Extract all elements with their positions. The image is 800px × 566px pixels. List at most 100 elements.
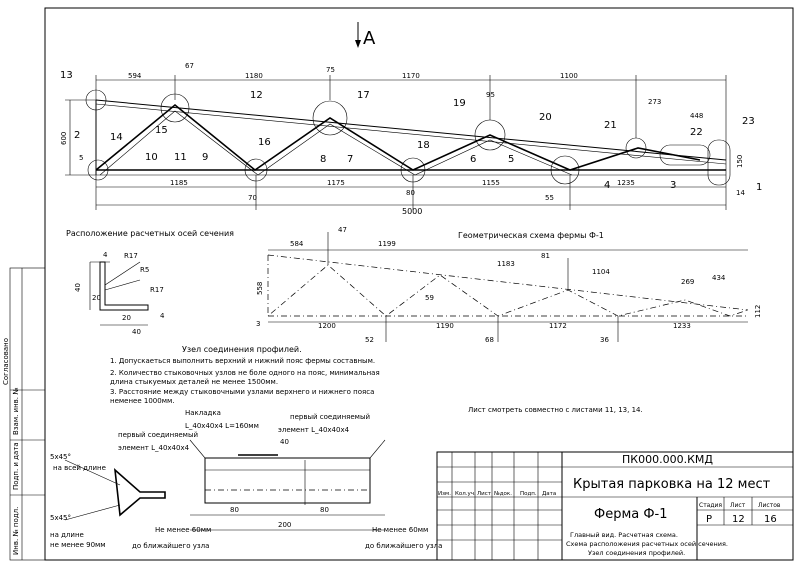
dim: 1199: [378, 240, 396, 248]
axes-caption: Расположение расчетных осей сечения: [66, 229, 234, 238]
label: 22: [690, 127, 703, 138]
dim: 1235: [617, 179, 635, 187]
dim: 52: [365, 336, 374, 344]
view-label: A: [363, 28, 376, 49]
label: L_40х40х4 L=160мм: [185, 422, 259, 430]
label: Не менее 60мм: [155, 526, 211, 534]
label: 12: [250, 90, 263, 101]
dim: 20: [122, 314, 131, 322]
label: первый соединяемый: [290, 413, 370, 421]
dim: 558: [256, 282, 264, 295]
label: элемент L_40х40х4: [118, 444, 190, 452]
dim: 80: [406, 189, 415, 197]
label: на всей длине: [53, 464, 106, 472]
dim: 40: [280, 438, 289, 446]
label: на длине: [50, 531, 84, 539]
stage-label: Стадия: [699, 502, 722, 509]
label: первый соединяемый: [118, 431, 198, 439]
dim: 80: [230, 506, 239, 514]
note-1: 1. Допускаеться выполнить верхний и нижн…: [110, 357, 375, 365]
geometry-scheme: [267, 232, 749, 342]
dim: 40: [132, 328, 141, 336]
label: Не менее 60мм: [372, 526, 428, 534]
dim: 4: [103, 251, 108, 259]
dim: 1183: [497, 260, 515, 268]
dim: R5: [140, 266, 149, 274]
dim: 95: [486, 91, 495, 99]
dim: 5: [79, 154, 83, 162]
dim: 1172: [549, 322, 567, 330]
sheet-note: Лист смотреть совместно с листами 11, 13…: [468, 406, 643, 414]
col-header: Кол.уч.: [455, 491, 476, 497]
label: 4: [604, 180, 610, 191]
dim: 40: [74, 283, 82, 292]
drawing-name: Ферма Ф-1: [594, 507, 668, 522]
dim: 47: [338, 226, 347, 234]
title-block: [436, 451, 794, 561]
side-stamp-3: Подп. и дата: [12, 442, 20, 490]
label: 11: [174, 152, 187, 163]
dim: 59: [425, 294, 434, 302]
label: 23: [742, 116, 755, 127]
col-header: Лист: [477, 491, 492, 497]
dim: 600: [60, 132, 68, 145]
truss-top-dims: 594 1180 1170 1100 67 75 95 273 448 1185…: [60, 62, 745, 216]
dim-total: 5000: [402, 207, 422, 216]
label: 1: [756, 182, 762, 193]
dim: 1155: [482, 179, 500, 187]
dim: 1185: [170, 179, 188, 187]
dim: 81: [541, 252, 550, 260]
dim: 80: [320, 506, 329, 514]
dim: 67: [185, 62, 194, 70]
dim: R17: [150, 286, 164, 294]
title-col-headers: Изм. Кол.уч. Лист №док. Подп. Дата: [438, 491, 556, 497]
col-header: Изм.: [438, 491, 451, 497]
label: 6: [470, 154, 476, 165]
dim: 269: [681, 278, 694, 286]
dim: R17: [124, 252, 138, 260]
dim: 75: [326, 66, 335, 74]
dim: 434: [712, 274, 726, 282]
dim: 1233: [673, 322, 691, 330]
dim: 14: [736, 189, 745, 197]
dim: 112: [754, 305, 762, 318]
dim: 36: [600, 336, 609, 344]
label: 7: [347, 154, 353, 165]
dim: 273: [648, 98, 661, 106]
weld-detail-drawing: [64, 439, 386, 531]
label: 2: [74, 130, 80, 141]
description-line-2: Схема расположения расчетных осей сечени…: [566, 540, 728, 548]
geometry-title: Геометрическая схема фермы Ф-1: [458, 231, 604, 240]
dim: 584: [290, 240, 304, 248]
label: 3: [670, 180, 676, 191]
truss-top-drawing: [65, 75, 731, 210]
label: 9: [202, 152, 208, 163]
label: 5х45°: [50, 453, 71, 461]
label: до ближайшего узла: [365, 542, 442, 550]
note-2: 2. Количество стыковочных узлов не боле …: [110, 369, 382, 386]
dim: 1100: [560, 72, 578, 80]
dim: 4: [160, 312, 165, 320]
dim: 20: [92, 294, 101, 302]
side-stamp: Согласовано Взам. инв. № Подп. и дата Ин…: [2, 267, 46, 561]
notes: 1. Допускаеться выполнить верхний и нижн…: [110, 357, 382, 405]
profile-node-drawing: 4 R17 R5 R17 40 20 20 40 4: [74, 251, 165, 336]
project-name: Крытая парковка на 12 мест: [573, 477, 771, 492]
side-stamp-2: Взам. инв. №: [12, 387, 20, 435]
label: 18: [417, 140, 430, 151]
description-line-1: Главный вид. Расчетная схема.: [570, 531, 678, 539]
label: 13: [60, 70, 73, 81]
col-header: Подп.: [520, 491, 537, 497]
dim: 448: [690, 112, 703, 120]
dim: 70: [248, 194, 257, 202]
label: 8: [320, 154, 326, 165]
label: 20: [539, 112, 552, 123]
dim: 150: [736, 155, 744, 168]
view-arrow: A: [355, 22, 376, 49]
label: 5х45°: [50, 514, 71, 522]
dim: 1190: [436, 322, 454, 330]
col-header: Дата: [542, 491, 556, 497]
dim: 1200: [318, 322, 336, 330]
dim: 1104: [592, 268, 610, 276]
label: Накладка: [185, 409, 221, 417]
